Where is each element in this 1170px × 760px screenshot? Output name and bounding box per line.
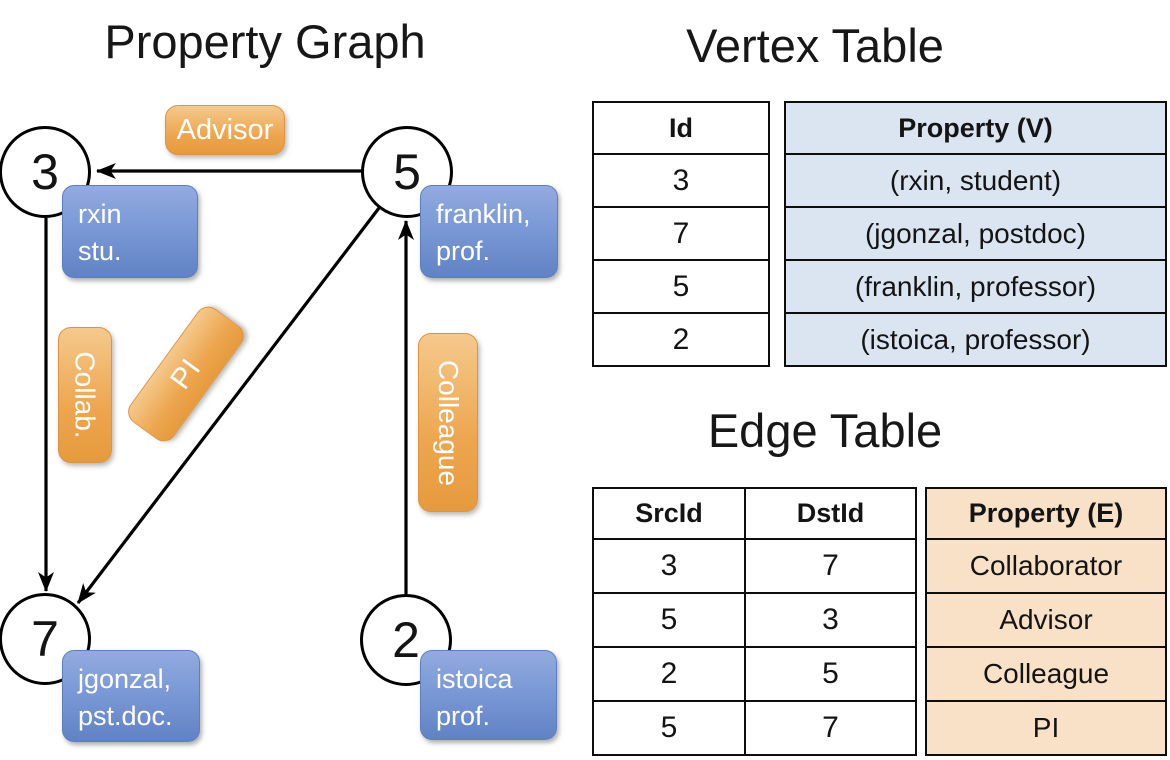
vertex-node-7-id: 7 — [31, 611, 59, 667]
table-cell: Advisor — [927, 592, 1165, 646]
vertex-table-title: Vertex Table — [686, 19, 944, 72]
edge-label-collab-text: Collab. — [70, 351, 102, 439]
edge-table-property-column: Property (E) Collaborator Advisor Collea… — [925, 487, 1167, 756]
vertex-property-box-rxin: rxin stu. — [62, 185, 198, 278]
vertex-property-line: pst.doc. — [78, 701, 173, 732]
vertex-table-id-column: Id 3 7 5 2 — [592, 101, 770, 367]
property-graph-title: Property Graph — [104, 15, 426, 68]
table-cell: 5 — [594, 259, 768, 312]
vertex-property-line: rxin — [78, 199, 122, 229]
vertex-table-property-column: Property (V) (rxin, student) (jgonzal, p… — [784, 101, 1167, 367]
vertex-property-line: franklin, — [436, 199, 531, 229]
edge-table-srcid-header: SrcId — [635, 498, 703, 528]
table-cell: (rxin, student) — [786, 153, 1165, 206]
edge-table-id-header-row: SrcId DstId — [594, 489, 915, 538]
vertex-table-property-header: Property (V) — [786, 103, 1165, 153]
table-row: 3 7 — [594, 538, 915, 592]
table-row: 2 5 — [594, 646, 915, 700]
table-cell: 7 — [594, 206, 768, 259]
table-cell: (franklin, professor) — [786, 259, 1165, 312]
vertex-node-2: 2 — [360, 594, 452, 686]
table-cell: (jgonzal, postdoc) — [786, 206, 1165, 259]
table-cell: 3 — [594, 153, 768, 206]
vertex-property-box-jgonzal: jgonzal, pst.doc. — [62, 650, 200, 742]
vertex-node-5-id: 5 — [393, 144, 421, 200]
edge-table-property-header: Property (E) — [927, 489, 1165, 538]
graph-edges — [38, 163, 414, 604]
edge-table-dstid-header: DstId — [744, 489, 915, 538]
vertex-node-5: 5 — [361, 126, 453, 218]
vertex-property-line: prof. — [436, 236, 491, 267]
vertex-property-line: prof. — [436, 701, 491, 732]
edge-label-colleague: Colleague — [418, 333, 478, 512]
table-cell: 7 — [744, 702, 915, 754]
table-row: 5 7 — [594, 700, 915, 754]
vertex-property-box-istoica: istoica prof. — [420, 650, 557, 740]
table-cell: Colleague — [927, 646, 1165, 700]
vertex-node-3-id: 3 — [31, 144, 59, 200]
table-cell: 7 — [744, 540, 915, 592]
table-cell: 5 — [660, 711, 678, 744]
edge-label-pi-text: PI — [164, 352, 208, 396]
table-cell: 2 — [594, 312, 768, 365]
table-cell: 3 — [744, 594, 915, 646]
table-cell: 2 — [660, 657, 678, 690]
edge-table-title: Edge Table — [707, 404, 943, 457]
vertex-table-id-header: Id — [669, 112, 693, 143]
vertex-property-line: istoica — [436, 664, 513, 694]
edge-label-colleague-text: Colleague — [433, 359, 465, 486]
edge-table-id-columns: SrcId DstId 3 7 5 3 2 5 5 7 — [592, 487, 917, 756]
table-cell: Collaborator — [927, 538, 1165, 592]
table-row: 5 3 — [594, 592, 915, 646]
table-cell: PI — [927, 700, 1165, 754]
vertex-node-2-id: 2 — [392, 612, 420, 668]
vertex-property-line: stu. — [78, 236, 122, 267]
table-cell: (istoica, professor) — [786, 312, 1165, 365]
vertex-property-box-franklin: franklin, prof. — [420, 185, 558, 278]
vertex-property-line: jgonzal, — [78, 664, 172, 694]
edge-label-advisor: Advisor — [165, 105, 285, 155]
edge-label-advisor-text: Advisor — [176, 113, 274, 146]
edge-label-collab: Collab. — [58, 327, 112, 463]
table-cell: 5 — [660, 603, 678, 636]
table-cell: 3 — [660, 549, 678, 582]
table-cell: 5 — [744, 648, 915, 700]
edge-5-to-7 — [76, 207, 381, 604]
